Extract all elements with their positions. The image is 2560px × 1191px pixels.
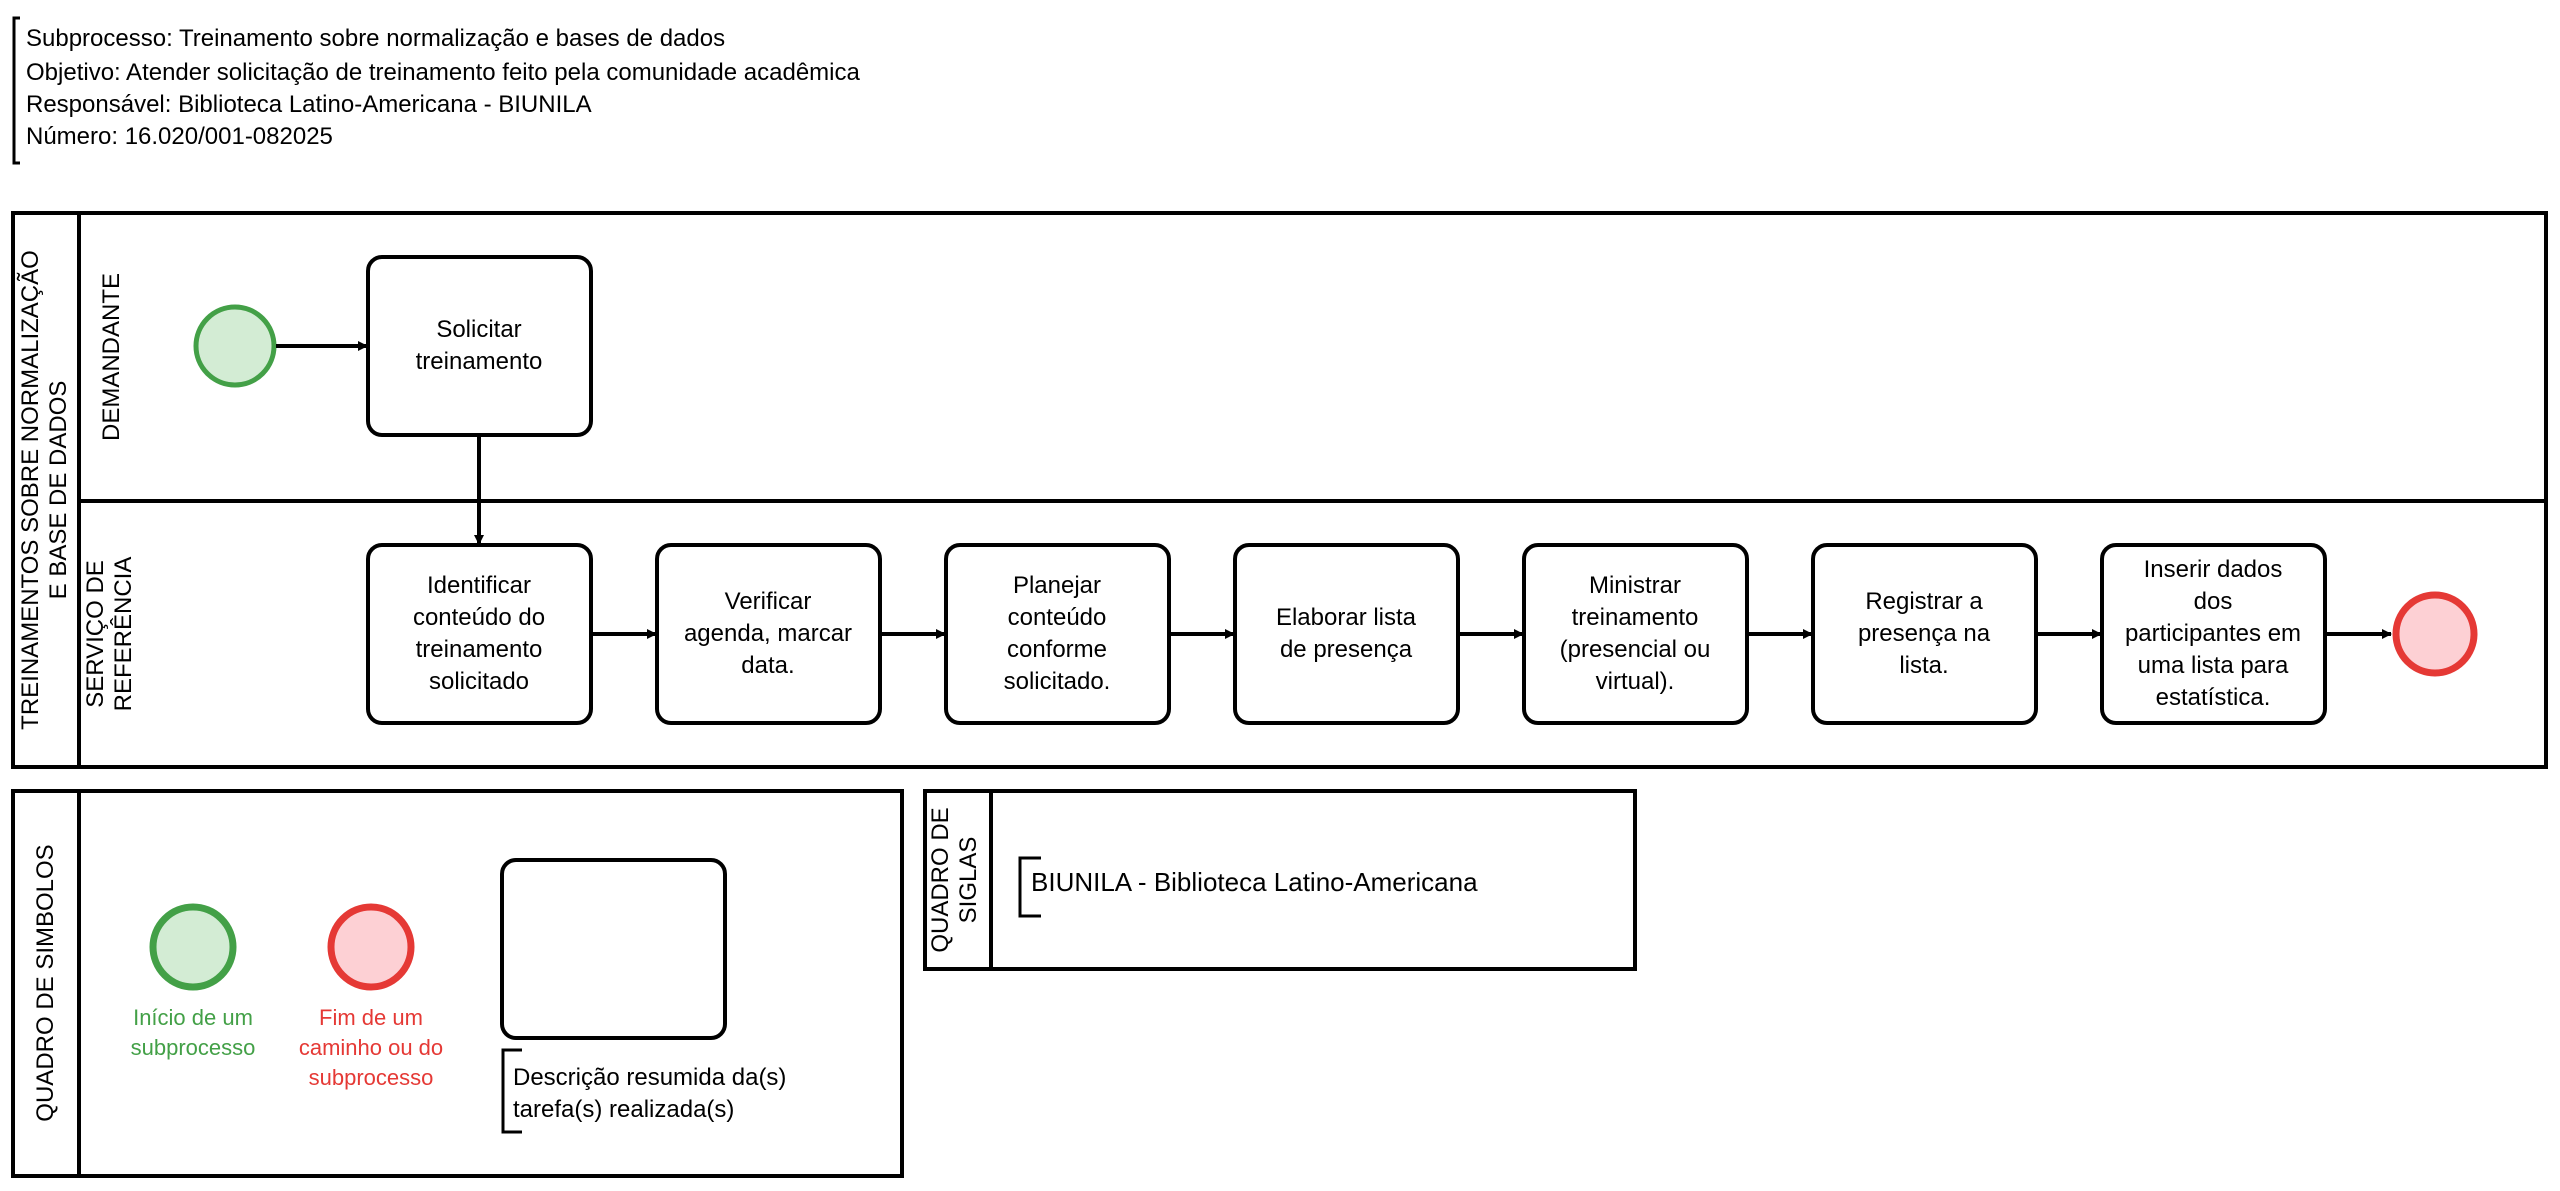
task-identificar-line2: conteúdo do <box>413 604 545 631</box>
task-registrar-line2: presença na <box>1858 620 1991 647</box>
task-identificar-line3: treinamento <box>416 636 543 663</box>
legend-start-label-line2: subprocesso <box>131 1035 256 1060</box>
siglas-title-line2: SIGLAS <box>955 837 982 924</box>
task-ministrar-line4: virtual). <box>1596 668 1675 695</box>
siglas-title-line1: QUADRO DE <box>927 807 954 952</box>
legend-start-label-line1: Início de um <box>133 1005 253 1030</box>
pool-label-line2: E BASE DE DADOS <box>45 381 72 600</box>
task-box <box>1811 543 2038 725</box>
task-verificar-line3: data. <box>741 652 794 679</box>
task-ministrar-line3: (presencial ou <box>1560 636 1711 663</box>
task-registrar-presenca: Registrar a presença na lista. <box>1811 543 2038 725</box>
siglas-border <box>923 789 1637 971</box>
task-box <box>366 255 593 437</box>
task-registrar-line3: lista. <box>1899 652 1948 679</box>
legend-quadro-simbolos: QUADRO DE SIMBOLOS Início de um subproce… <box>11 789 904 1178</box>
task-box <box>655 543 882 725</box>
start-event <box>193 304 277 388</box>
task-verificar-agenda: Verificar agenda, marcar data. <box>655 543 882 725</box>
task-box <box>1233 543 1460 725</box>
task-planejar-conteudo: Planejar conteúdo conforme solicitado. <box>944 543 1171 725</box>
task-elaborar-line2: de presença <box>1280 636 1413 663</box>
task-inserir-line5: estatística. <box>2156 684 2271 711</box>
header-objetivo: Objetivo: Atender solicitação de treinam… <box>26 59 860 86</box>
task-planejar-line3: conforme <box>1007 636 1107 663</box>
task-planejar-line4: solicitado. <box>1004 668 1111 695</box>
task-planejar-line2: conteúdo <box>1008 604 1107 631</box>
task-registrar-line1: Registrar a <box>1865 588 1983 615</box>
task-box <box>944 543 1171 725</box>
task-box <box>1522 543 1749 725</box>
task-planejar-line1: Planejar <box>1013 572 1101 599</box>
task-inserir-dados: Inserir dados dos participantes em uma l… <box>2100 543 2327 725</box>
task-inserir-line2: dos <box>2194 588 2233 615</box>
legend-task-label-line2: tarefa(s) realizada(s) <box>513 1096 734 1123</box>
header-responsavel: Responsável: Biblioteca Latino-Americana… <box>26 91 592 118</box>
header-annotation: Subprocesso: Treinamento sobre normaliza… <box>12 16 860 165</box>
header-subprocesso: Subprocesso: Treinamento sobre normaliza… <box>26 25 725 52</box>
legend-end-label-line3: subprocesso <box>309 1065 434 1090</box>
task-inserir-line3: participantes em <box>2125 620 2301 647</box>
task-elaborar-line1: Elaborar lista <box>1276 604 1417 631</box>
siglas-bracket <box>1018 856 1041 918</box>
task-identificar-line4: solicitado <box>429 668 529 695</box>
task-ministrar-treinamento: Ministrar treinamento (presencial ou vir… <box>1522 543 1749 725</box>
task-box <box>2100 543 2327 725</box>
flow-arrows <box>276 341 2392 639</box>
task-box <box>366 543 593 725</box>
legend-task-symbol <box>500 858 727 1040</box>
lane-servico-label-line2: REFERÊNCIA <box>110 557 137 712</box>
quadro-siglas: QUADRO DE SIGLAS BIUNILA - Biblioteca La… <box>923 789 1637 971</box>
legend-task-label-line1: Descrição resumida da(s) <box>513 1064 786 1091</box>
legend-task-bracket <box>501 1048 522 1134</box>
legend-end-label-line2: caminho ou do <box>299 1035 443 1060</box>
legend-end-label-line1: Fim de um <box>319 1005 423 1030</box>
legend-border <box>11 789 904 1178</box>
task-ministrar-line2: treinamento <box>1572 604 1699 631</box>
task-identificar-conteudo: Identificar conteúdo do treinamento soli… <box>366 543 593 725</box>
task-elaborar-lista: Elaborar lista de presença <box>1233 543 1460 725</box>
task-identificar-line1: Identificar <box>427 572 531 599</box>
task-solicitar-treinamento: Solicitar treinamento <box>366 255 593 437</box>
task-verificar-line2: agenda, marcar <box>684 620 852 647</box>
lane-servico-label-line1: SERVIÇO DE <box>82 560 109 708</box>
task-inserir-line4: uma lista para <box>2138 652 2289 679</box>
header-numero: Número: 16.020/001-082025 <box>26 123 333 150</box>
header-bracket <box>12 16 20 165</box>
task-verificar-line1: Verificar <box>725 588 812 615</box>
legend-start-symbol <box>149 903 237 991</box>
pool-border <box>11 211 2548 769</box>
task-inserir-line1: Inserir dados <box>2144 556 2283 583</box>
legend-end-symbol <box>327 903 415 991</box>
task-solicitar-line1: Solicitar <box>436 316 521 343</box>
lane-demandante-label: DEMANDANTE <box>98 273 125 441</box>
task-solicitar-line2: treinamento <box>416 348 543 375</box>
siglas-entry: BIUNILA - Biblioteca Latino-Americana <box>1031 867 1478 897</box>
task-ministrar-line1: Ministrar <box>1589 572 1681 599</box>
end-event <box>2392 591 2478 677</box>
legend-title: QUADRO DE SIMBOLOS <box>32 844 59 1121</box>
pool-label-line1: TREINAMENTOS SOBRE NORMALIZAÇÃO <box>17 250 44 730</box>
pool: TREINAMENTOS SOBRE NORMALIZAÇÃO E BASE D… <box>11 211 2548 769</box>
